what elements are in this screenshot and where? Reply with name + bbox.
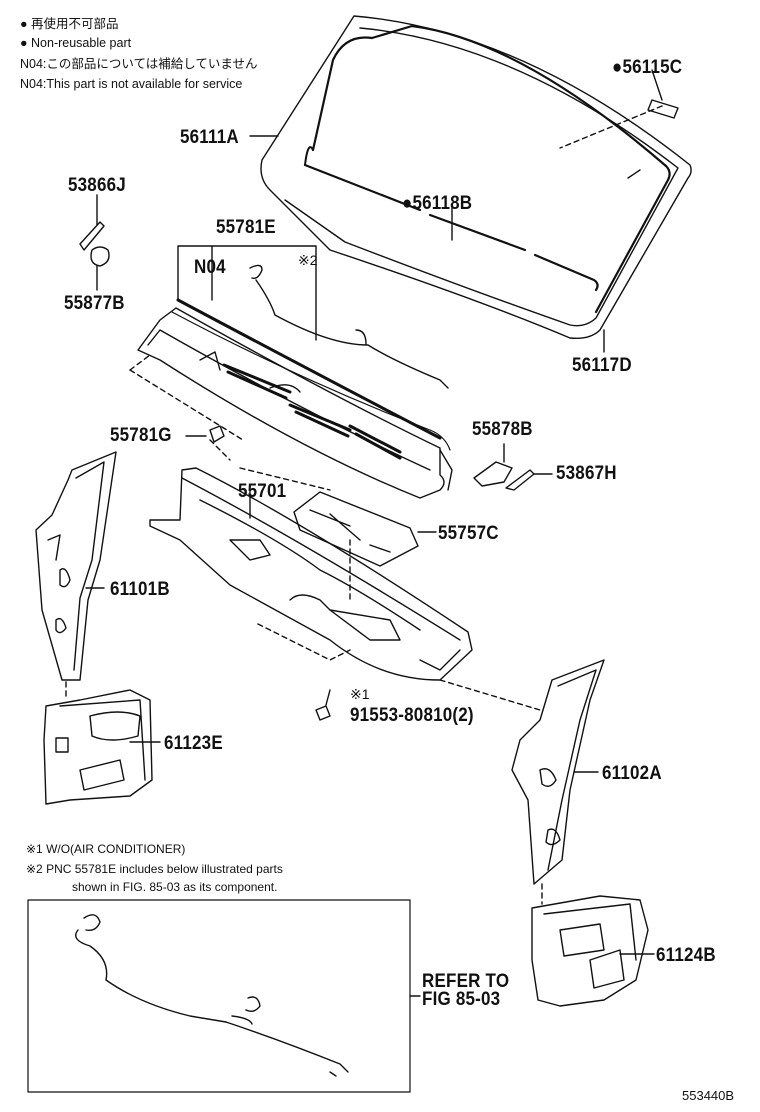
label-ref2: ※2	[298, 252, 318, 268]
clip-55781g	[185, 425, 225, 443]
left-lower-panel	[43, 689, 161, 805]
washer-hose	[249, 264, 449, 389]
label-56115c: ●56115C	[612, 56, 683, 78]
seal-55878b	[473, 443, 553, 491]
right-lower-panel	[531, 895, 655, 1007]
label-56111a: 56111A	[180, 126, 239, 148]
legend-nonreusable-jp: ● 再使用不可部品	[20, 17, 119, 31]
figure-number: 553440B	[682, 1088, 735, 1103]
label-55701: 55701	[238, 480, 287, 502]
windshield-glass	[260, 15, 692, 340]
bracket-55757c	[293, 491, 437, 567]
left-cowl-side-panel	[35, 451, 117, 681]
label-61102a: 61102A	[602, 762, 662, 784]
label-55757c: 55757C	[438, 522, 499, 544]
label-55781g: 55781G	[110, 424, 172, 446]
refer-to-label: REFER TO	[422, 970, 510, 992]
legend-n04-jp: N04:この部品については補給していません	[20, 57, 258, 71]
label-61124b: 61124B	[656, 944, 716, 966]
label-61123e: 61123E	[164, 732, 223, 754]
label-56117d: 56117D	[572, 354, 632, 376]
cowl-panel	[149, 467, 473, 681]
legend-n04-en: N04:This part is not available for servi…	[20, 77, 243, 91]
note-box	[27, 899, 411, 1093]
label-91553: 91553-80810(2)	[350, 704, 474, 726]
footnote-2-cont: shown in FIG. 85-03 as its component.	[72, 880, 278, 894]
label-53866j: 53866J	[68, 174, 126, 196]
label-61101b: 61101B	[110, 578, 170, 600]
note-box-hose	[75, 914, 349, 1077]
label-55781e: 55781E	[216, 216, 276, 238]
refer-fig-label: FIG 85-03	[422, 988, 501, 1010]
label-53867h: 53867H	[556, 462, 617, 484]
label-56118b: ●56118B	[402, 192, 473, 214]
right-cowl-side-panel	[511, 659, 605, 885]
label-55878b: 55878B	[472, 418, 533, 440]
label-ref1: ※1	[350, 686, 370, 702]
label-n04: N04	[194, 256, 226, 278]
label-55877b: 55877B	[64, 292, 125, 314]
legend-nonreusable-en: ● Non-reusable part	[20, 36, 132, 50]
footnote-2: ※2 PNC 55781E includes below illustrated…	[26, 862, 283, 876]
clip-53866j	[79, 194, 110, 291]
bolt-91553	[315, 689, 331, 721]
cowl-louver	[137, 245, 453, 499]
footnote-1: ※1 W/O(AIR CONDITIONER)	[26, 842, 186, 856]
